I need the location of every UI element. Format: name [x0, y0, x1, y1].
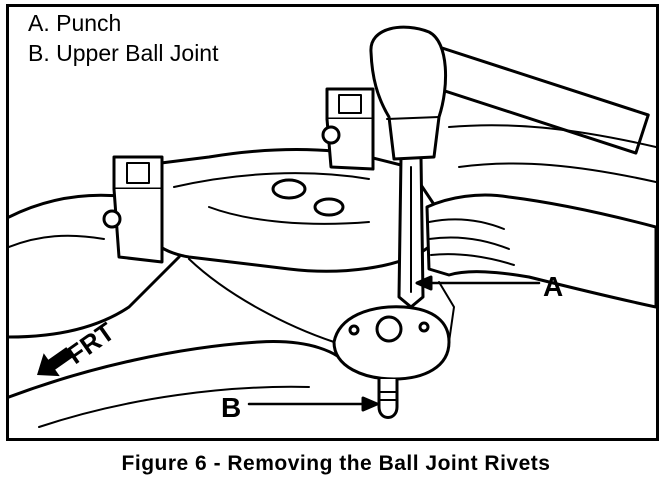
front-bracket-inner: [126, 162, 150, 184]
ball-joint-stud: [377, 377, 399, 419]
rear-bolt-nut: [321, 125, 341, 145]
front-direction-arrow: [37, 347, 74, 377]
legend-text-b: Upper Ball Joint: [56, 40, 219, 66]
hammer-handle: [425, 45, 650, 155]
control-arm-body: [127, 148, 441, 273]
arm-hole-right: [313, 197, 345, 217]
upper-right-shape: [448, 124, 656, 148]
arm-hole-left: [271, 178, 307, 200]
rear-bracket-inner: [338, 94, 362, 114]
front-bracket-side: [112, 187, 164, 264]
plate-rim-2: [438, 281, 455, 343]
legend: A. Punch B. Upper Ball Joint: [28, 8, 218, 68]
lower-sweep: [9, 340, 351, 399]
callout-b-arrowhead: [361, 396, 379, 412]
ball-joint-illustration: A B FRT: [9, 25, 656, 428]
lower-sweep-2: [38, 385, 310, 428]
frame-rail-inner: [9, 234, 105, 248]
front-bracket: [112, 155, 164, 191]
rivet-left: [348, 324, 360, 336]
hand-finger-2: [428, 236, 510, 250]
hammer-head: [369, 25, 448, 161]
hand-finger-3: [430, 253, 515, 266]
legend-item-b: B. Upper Ball Joint: [28, 38, 218, 68]
plate-rim: [188, 258, 335, 343]
rear-bracket: [325, 87, 375, 121]
upper-right-shape-2: [458, 162, 656, 183]
control-arm-web: [208, 206, 370, 225]
legend-letter-b: B.: [28, 40, 50, 66]
front-bolt-nut: [102, 209, 122, 229]
legend-item-a: A. Punch: [28, 8, 218, 38]
control-arm-top-edge: [173, 172, 370, 188]
legend-letter-a: A.: [28, 10, 50, 36]
callout-a-label: A: [543, 271, 563, 302]
hand: [425, 193, 656, 309]
callout-a-arrowhead: [415, 275, 433, 291]
ball-joint-stud-hole: [375, 315, 403, 343]
hammer-head-band: [386, 116, 440, 120]
hand-finger-1: [428, 218, 505, 230]
figure-caption: Figure 6 - Removing the Ball Joint Rivet…: [121, 452, 551, 475]
legend-text-a: Punch: [56, 10, 122, 36]
front-direction-label: FRT: [61, 316, 120, 370]
rivet-right: [418, 321, 430, 333]
callout-b-label: B: [221, 392, 241, 423]
